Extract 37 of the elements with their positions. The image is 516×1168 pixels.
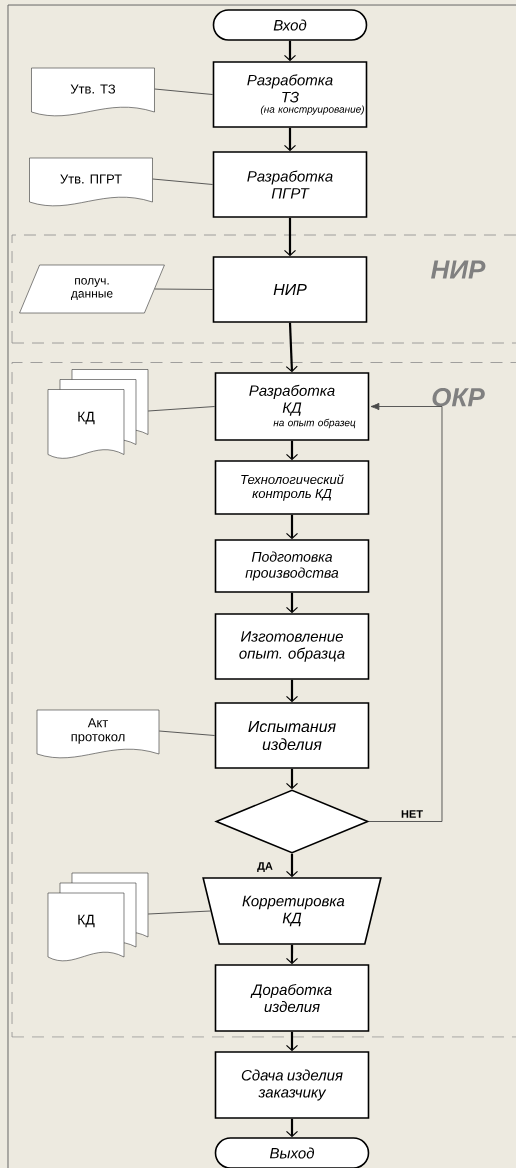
data-parallelogram: получ. данные	[19, 264, 165, 314]
process-box: Разработка ПГРТ	[212, 151, 368, 218]
double-arrow	[285, 768, 299, 790]
process-box: Разработка КД на опыт образец	[214, 372, 370, 441]
process-box: Подготовка производства	[214, 539, 370, 593]
process-box: Испытания изделия	[214, 702, 370, 769]
double-arrow	[285, 592, 299, 614]
double-arrow	[285, 1118, 299, 1138]
double-arrow	[285, 440, 299, 461]
connector-line	[152, 178, 214, 185]
double-arrow	[285, 514, 299, 540]
phase-heading: НИР	[431, 260, 486, 279]
double-arrow	[285, 322, 298, 373]
process-box: Технологический контроль КД	[214, 460, 370, 515]
double-arrow	[283, 217, 297, 257]
terminal-oval: Выход	[214, 1137, 370, 1168]
double-arrow	[285, 679, 299, 703]
arrow	[368, 402, 443, 822]
process-box: Сдача изделия заказчику	[214, 1051, 370, 1119]
connector-line	[147, 406, 216, 412]
process-box: НИР	[212, 256, 368, 323]
double-arrow	[283, 40, 297, 62]
connector-line	[158, 730, 216, 736]
process-box: Изготовление опыт. образца	[214, 613, 370, 680]
phase-heading: ОКР	[432, 388, 485, 407]
double-arrow	[285, 1031, 299, 1052]
double-arrow	[285, 853, 299, 878]
manual-operation-trapezoid: Корретировка КД	[202, 877, 382, 945]
connector-line	[154, 88, 214, 95]
double-arrow	[285, 944, 299, 965]
edge-label: ДА	[256, 861, 274, 873]
process-box: Разработка ТЗ (на конструирование)	[212, 61, 368, 128]
double-arrow	[283, 127, 297, 152]
edge-label: НЕТ	[400, 809, 424, 819]
connector-line	[147, 910, 211, 915]
process-box: Доработка изделия	[214, 964, 370, 1032]
connector-line	[154, 288, 214, 290]
